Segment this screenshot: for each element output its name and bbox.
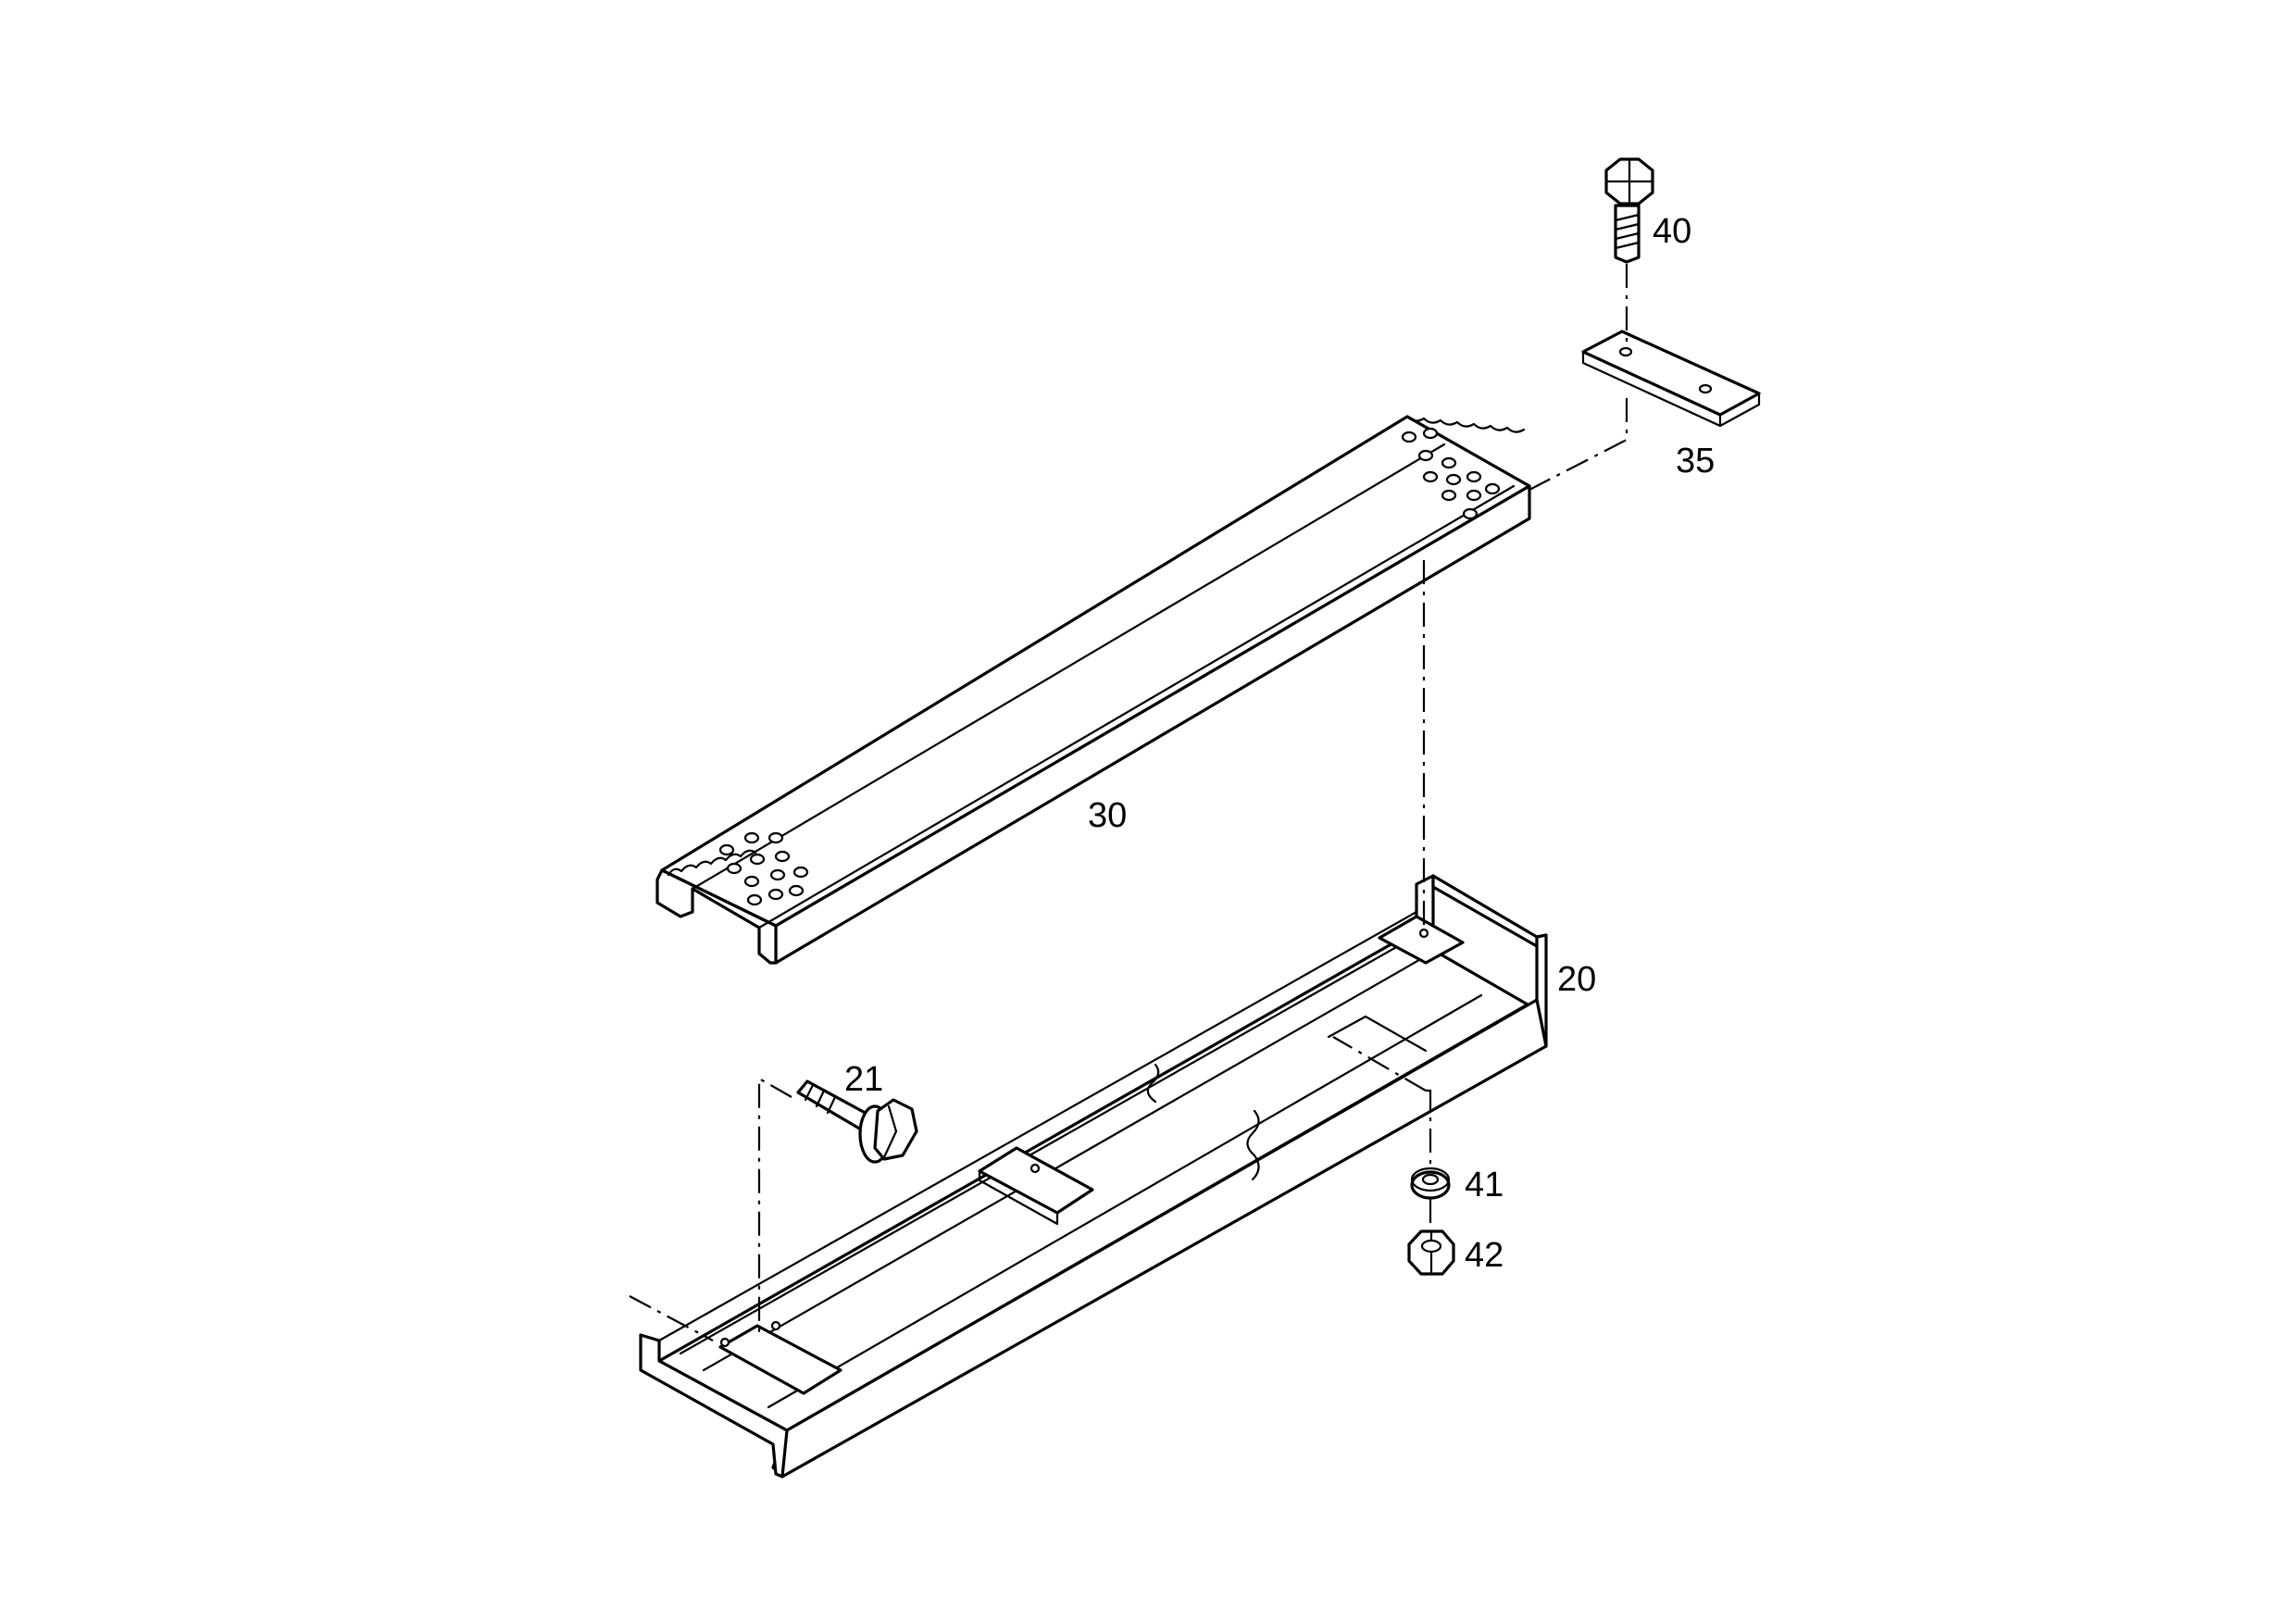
callout-40: 40 xyxy=(1653,212,1691,251)
callout-21: 21 xyxy=(844,1060,883,1099)
step-tread-part-30 xyxy=(655,415,1531,965)
frame-part-20 xyxy=(639,874,1548,1479)
bolt-part-21 xyxy=(796,1079,918,1164)
leader-lines xyxy=(629,264,1628,1341)
washer-part-41 xyxy=(1410,1167,1451,1200)
callout-35: 35 xyxy=(1676,442,1715,480)
callout-20: 20 xyxy=(1557,960,1596,999)
callout-30: 30 xyxy=(1088,796,1127,835)
callout-42: 42 xyxy=(1465,1236,1504,1275)
plate-part-35 xyxy=(1581,330,1761,428)
callout-41: 41 xyxy=(1465,1166,1504,1204)
nut-part-42 xyxy=(1407,1229,1455,1276)
bolt-part-40 xyxy=(1604,157,1654,264)
